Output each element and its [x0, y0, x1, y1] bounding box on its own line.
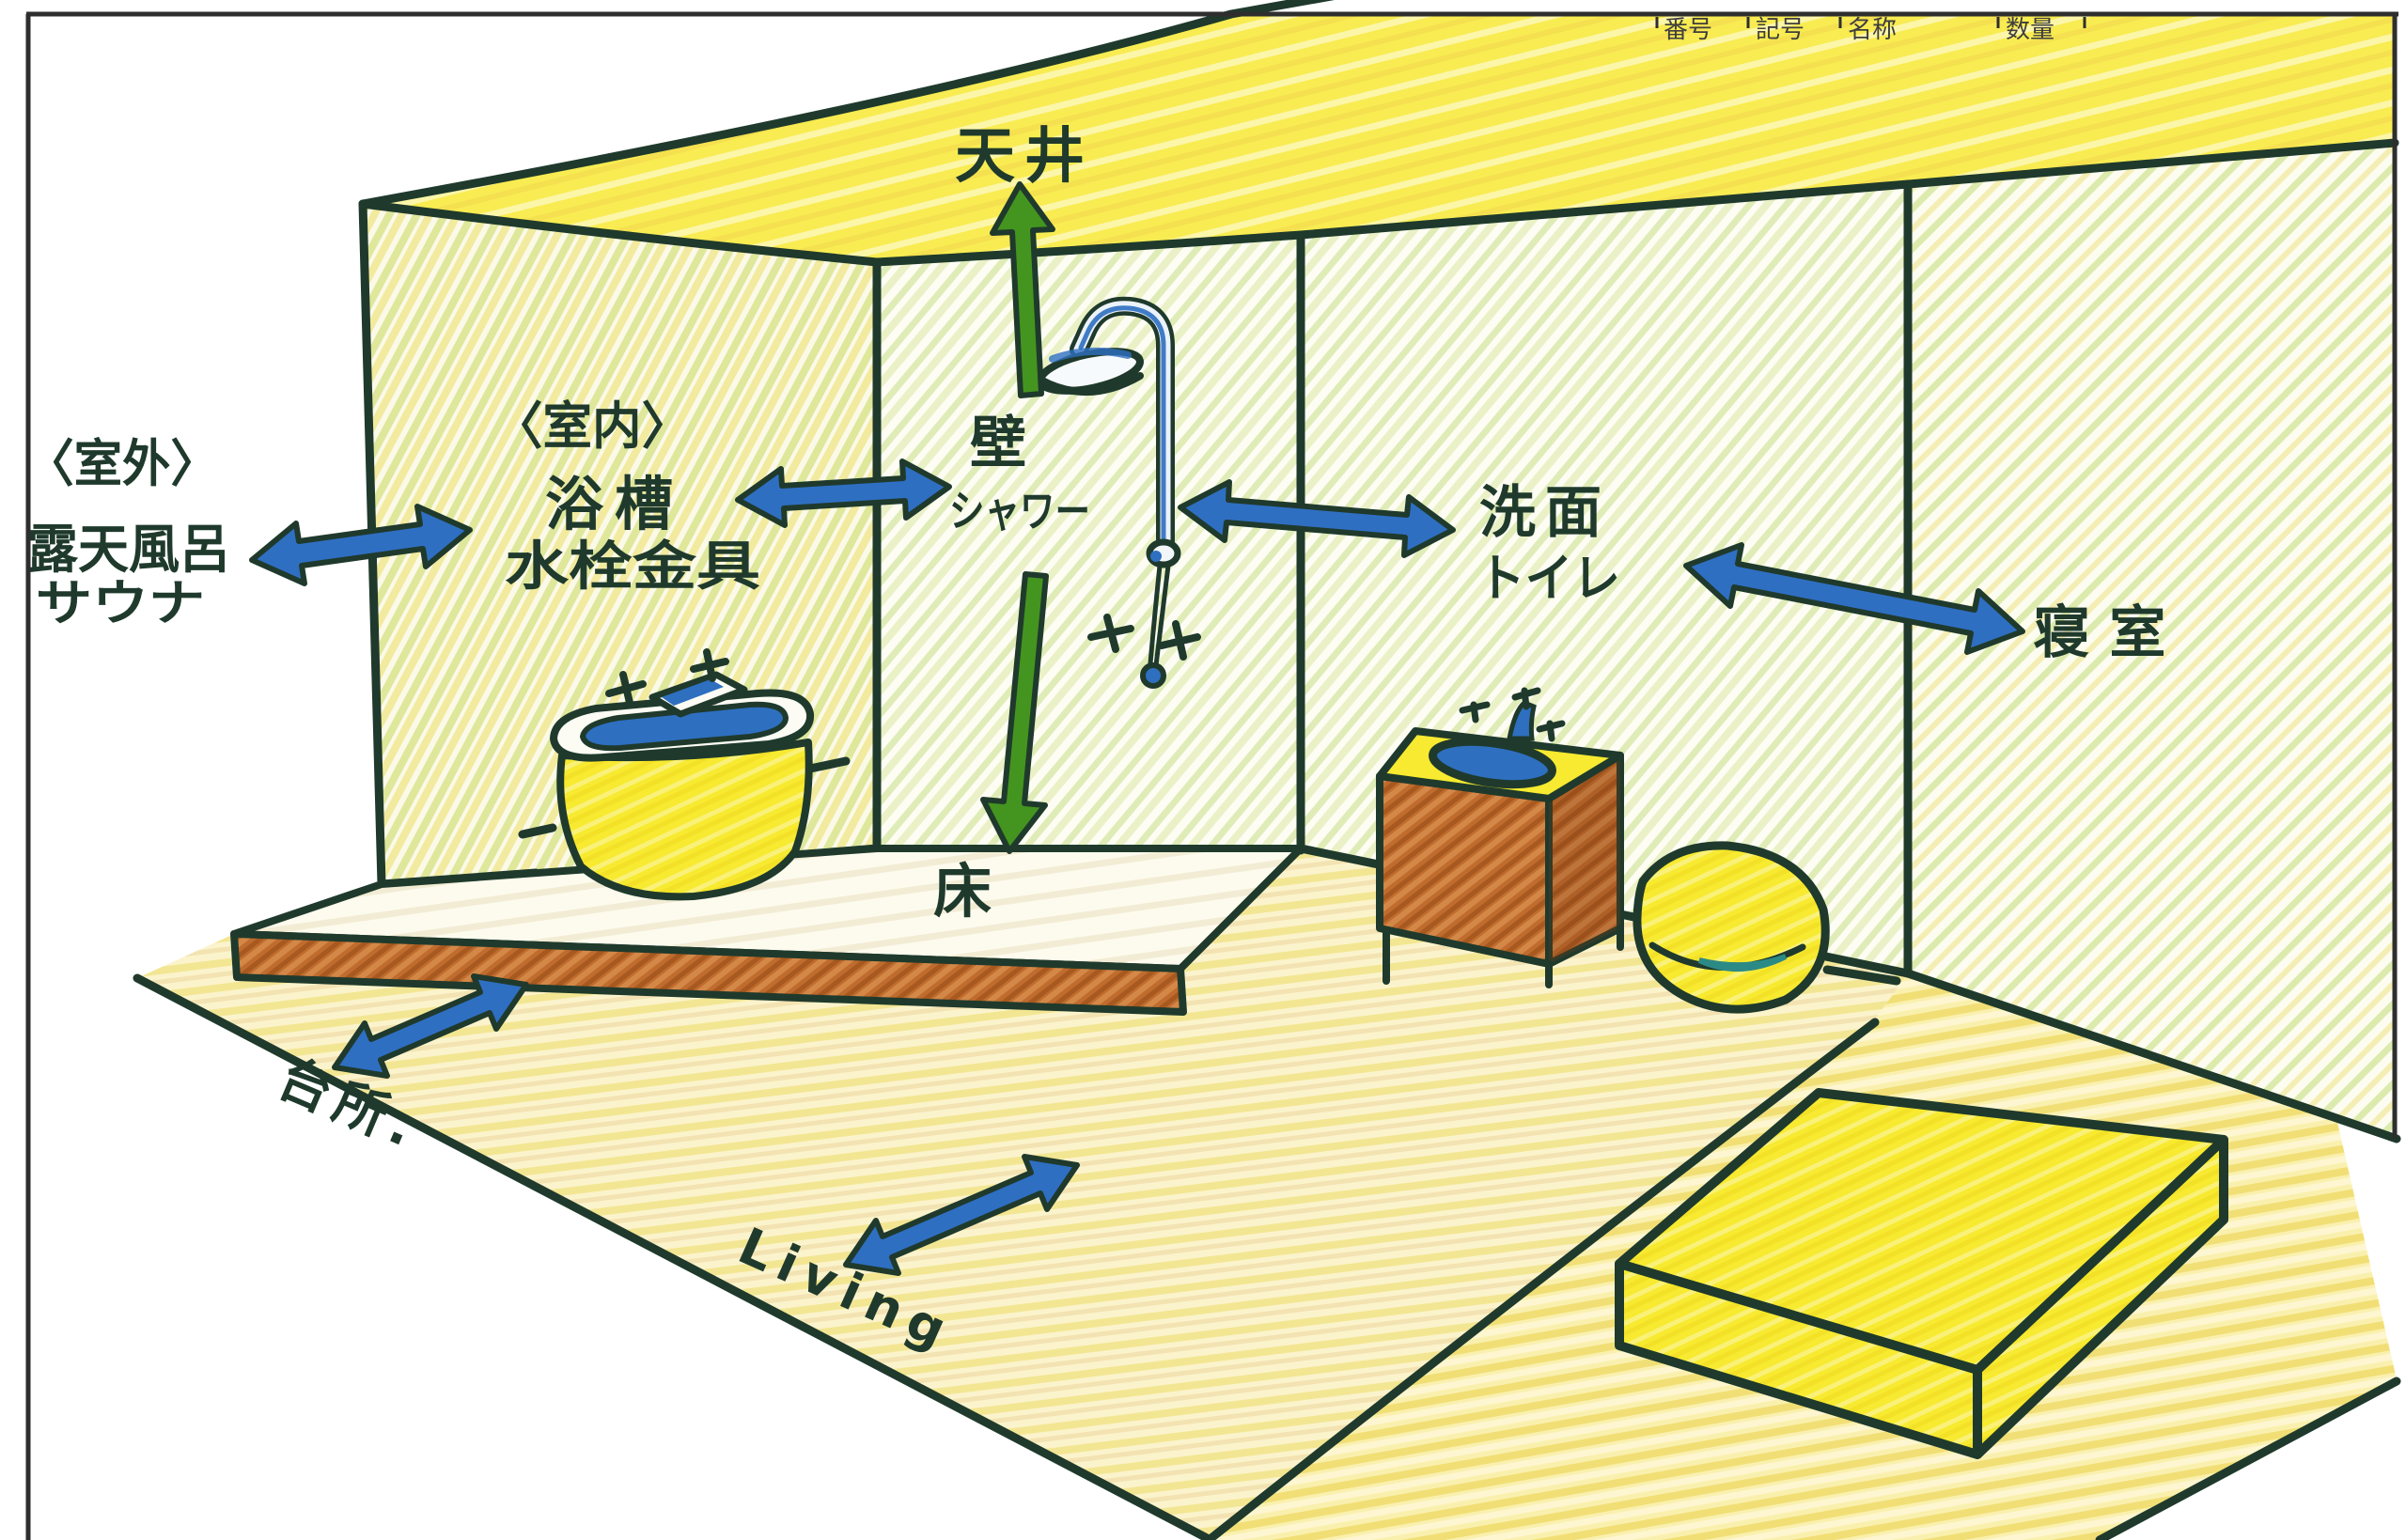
label-open-air-bath: 露天風呂 — [27, 520, 230, 581]
arrow-toilet-bedroom — [1683, 542, 2025, 655]
back-wall-left — [877, 235, 1301, 850]
shower-fixture — [1037, 296, 1201, 689]
label-shower: シャワー — [949, 486, 1090, 537]
label-bathtub: 浴槽 — [545, 470, 684, 538]
washbasin-cabinet — [1376, 687, 1624, 988]
tub-wall-dash-left — [518, 823, 557, 839]
shower-head-shade — [1049, 347, 1132, 363]
bathtub — [550, 648, 815, 901]
label-faucet-fittings: 水栓金具 — [505, 537, 760, 598]
shower-hose-ball — [1140, 662, 1166, 689]
label-ceiling: 天井 — [955, 122, 1094, 192]
arrow-living — [843, 1154, 1080, 1276]
arrow-shower-washbasin — [1178, 479, 1456, 558]
tub-wall-dash-right — [805, 756, 851, 773]
title-block-name: 名称 — [1848, 15, 1897, 43]
toilet — [1633, 841, 1830, 1014]
right-wall — [1908, 143, 2395, 1139]
title-block-quantity: 数量 — [2006, 15, 2054, 43]
bathtub-water — [580, 701, 789, 752]
label-floor: 床 — [933, 857, 992, 926]
ceiling-surface — [363, 14, 2395, 262]
cabinet-side-shade — [1549, 755, 1620, 964]
shower-hose — [1148, 563, 1171, 668]
ceiling-edge-line — [358, 0, 1335, 209]
toilet-water — [1697, 954, 1788, 972]
bathtub-faucet-blue — [662, 679, 724, 706]
label-outdoor-heading: 〈室外〉 — [26, 434, 219, 493]
cabinet-legs — [1383, 925, 1624, 988]
arrow-ceiling — [990, 181, 1055, 398]
washbasin-handles — [1459, 687, 1566, 742]
page-border — [25, 11, 2398, 1540]
arrow-bathtub-shower — [735, 459, 952, 528]
washbasin-bowl — [1429, 737, 1556, 789]
right-wall-bottom — [1903, 969, 2401, 1143]
toilet-floor-line — [1822, 965, 1901, 986]
shower-valve-knob — [1150, 551, 1162, 562]
title-block-symbol: 記号 — [1756, 15, 1804, 43]
title-block-number: 番号 — [1664, 15, 1712, 43]
washbasin-faucet — [1506, 700, 1537, 741]
label-bedroom: 寝 室 — [2034, 600, 2166, 666]
label-washbasin: 洗面 — [1479, 480, 1611, 546]
wall-top-line — [358, 138, 2399, 267]
label-wall: 壁 — [970, 411, 1026, 476]
shower-head-rim — [1037, 372, 1144, 397]
bath-platform — [230, 845, 1305, 1016]
shower-pipe-blue — [1078, 305, 1166, 541]
floor-edge-line — [133, 973, 1215, 1540]
arrow-floor — [980, 571, 1049, 854]
shower-handle-crosses — [1087, 614, 1201, 661]
arrow-outdoor-indoor — [249, 504, 473, 586]
label-toilet: トイレ — [1477, 549, 1620, 608]
title-block: 番号 記号 名称 数量 — [1655, 15, 2086, 43]
cabinet-front — [1376, 772, 1553, 968]
bed — [1615, 1088, 2228, 1459]
title-block-ticks — [1655, 17, 2086, 28]
bed-side — [1973, 1135, 2228, 1459]
bathtub-body — [556, 739, 813, 901]
bedroom-floor-edge — [1208, 1018, 1880, 1540]
arrow-kitchen — [332, 973, 529, 1079]
label-sauna: サウナ — [36, 576, 205, 632]
toilet-body — [1633, 841, 1830, 1014]
bath-platform-front — [230, 930, 1187, 1016]
bathtub-handle-crosses — [605, 648, 729, 707]
label-indoor-heading: 〈室内〉 — [493, 397, 691, 456]
bottom-right-floor-edge — [2095, 1377, 2401, 1540]
